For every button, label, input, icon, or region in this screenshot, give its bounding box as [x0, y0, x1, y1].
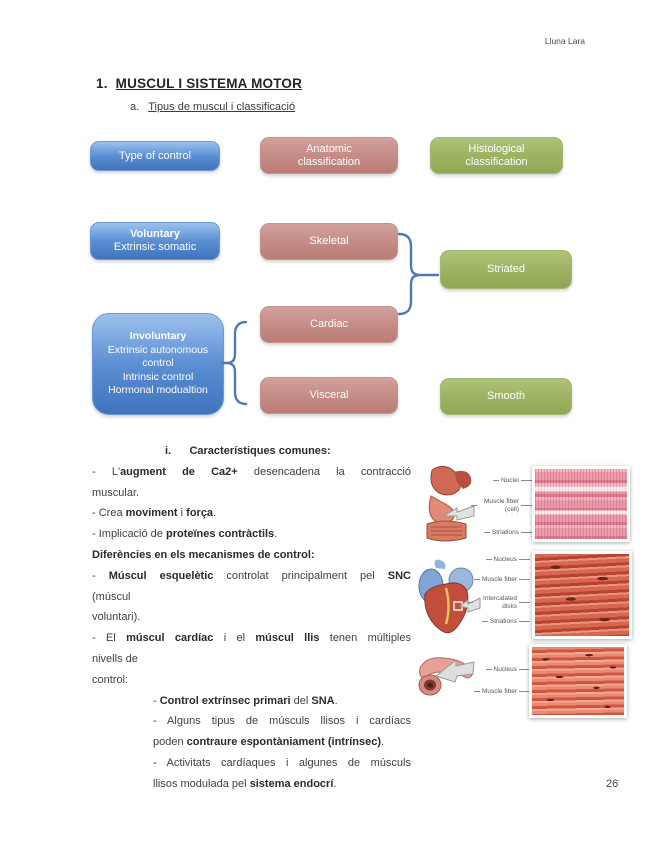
- subtitle-text: Tipus de muscul i classificació: [148, 101, 296, 113]
- striated-label: Striated: [487, 263, 525, 275]
- involuntary-line-1: Extrinsic autonomous control: [107, 343, 209, 370]
- skeletal-label: Skeletal: [309, 235, 349, 247]
- smooth-label: Smooth: [487, 390, 525, 402]
- notes-line: - Implicació de proteïnes contràctils.: [92, 528, 278, 541]
- cardiac-muscle-heart-illustration: [418, 559, 481, 634]
- voluntary-line: Extrinsic somatic: [113, 241, 197, 253]
- label-nucleus: Nucleus: [493, 556, 517, 563]
- label-nucleus: Nucleus: [493, 666, 517, 673]
- figure-label: Muscle fiber: [460, 576, 530, 584]
- notes-line: - Múscul esquelètic controlat principalm…: [92, 569, 411, 582]
- notes-line: nivells de: [92, 652, 138, 665]
- histological-classification-box: Histological classification: [430, 137, 563, 174]
- notes-line: llisos modulada pel sistema endocrí.: [153, 777, 337, 790]
- subtitle-letter: a.: [130, 101, 140, 113]
- title-number: 1.: [96, 76, 108, 91]
- voluntary-title: Voluntary: [130, 228, 180, 240]
- cardiac-label: Cardiac: [310, 318, 348, 330]
- author-name: Lluna Lara: [544, 36, 585, 46]
- notes-line: control:: [92, 673, 129, 686]
- notes-line: - Crea moviment i força.: [92, 507, 217, 520]
- striated-box: Striated: [440, 250, 572, 289]
- label-striations: Striations: [489, 618, 517, 625]
- label-striations: Striations: [491, 529, 519, 536]
- label-muscle-fiber: Muscle fiber: [481, 688, 517, 695]
- figure-label: Muscle fiber (cell): [462, 498, 532, 513]
- label-muscle-fiber-cell: Muscle fiber (cell): [483, 498, 519, 513]
- page-number: 26: [606, 778, 619, 790]
- figure-label: Intercalated disks: [460, 595, 530, 610]
- notes-line: - Activitats cardíaques i algunes de mús…: [153, 756, 411, 769]
- type-of-control-box: Type of control: [90, 141, 220, 171]
- visceral-label: Visceral: [309, 389, 349, 401]
- label-nuclei: Nuclei: [500, 477, 519, 484]
- figure-label: Muscle fiber: [458, 688, 530, 696]
- anatomic-classification-label: Anatomic classification: [297, 142, 361, 168]
- page-subtitle: a. Tipus de muscul i classificació: [130, 101, 295, 113]
- notes-lines: i. Característiques comunes: - L'augment …: [92, 441, 411, 795]
- figure-label: Nucleus: [458, 666, 530, 674]
- involuntary-box: Involuntary Extrinsic autonomous control…: [92, 313, 224, 415]
- voluntary-box: Voluntary Extrinsic somatic: [90, 222, 220, 260]
- involuntary-title: Involuntary: [129, 330, 187, 343]
- skeletal-box: Skeletal: [260, 223, 398, 260]
- notes-line: - El múscul cardíac i el múscul llis ten…: [92, 632, 411, 645]
- type-of-control-label: Type of control: [118, 149, 192, 162]
- notes-line: - Alguns tipus de músculs llisos i cardí…: [153, 715, 411, 728]
- notes-line: Diferències en els mecanismes de control…: [92, 548, 315, 561]
- notes-line: (múscul: [92, 590, 131, 603]
- cardiac-muscle-micrograph: [532, 551, 632, 639]
- anatomic-classification-box: Anatomic classification: [260, 137, 398, 174]
- smooth-muscle-micrograph: [529, 644, 627, 718]
- notes-line: - Control extrínsec primari del SNA.: [153, 694, 338, 707]
- histological-classification-label: Histological classification: [465, 142, 528, 168]
- notes-line: - L'augment de Ca2+ desencadena la contr…: [92, 465, 411, 478]
- visceral-box: Visceral: [260, 377, 398, 414]
- brace-right-icon: [398, 232, 440, 316]
- involuntary-line-2: Intrinsic control: [122, 370, 194, 383]
- notes-line: i. Característiques comunes:: [165, 445, 331, 457]
- notes-line: voluntari).: [92, 611, 141, 624]
- notes-line: muscular.: [92, 486, 140, 499]
- cardiac-box: Cardiac: [260, 306, 398, 343]
- brace-left-icon: [221, 320, 248, 406]
- page-title: 1. MUSCUL I SISTEMA MOTOR: [96, 76, 302, 91]
- involuntary-line-3: Hormonal modualtion: [108, 384, 208, 397]
- label-intercalated-disks: Intercalated disks: [483, 595, 517, 610]
- title-text: MUSCUL I SISTEMA MOTOR: [115, 76, 303, 91]
- figure-label: Nuclei: [462, 477, 532, 485]
- label-muscle-fiber: Muscle fiber: [481, 576, 517, 583]
- figure-label: Nucleus: [460, 556, 530, 564]
- notes-line: poden contraure espontàniament (intrínse…: [153, 736, 385, 749]
- skeletal-muscle-micrograph: [532, 466, 630, 542]
- figure-label: Striations: [460, 618, 530, 626]
- figure-label: Striations: [462, 529, 532, 537]
- smooth-box: Smooth: [440, 378, 572, 415]
